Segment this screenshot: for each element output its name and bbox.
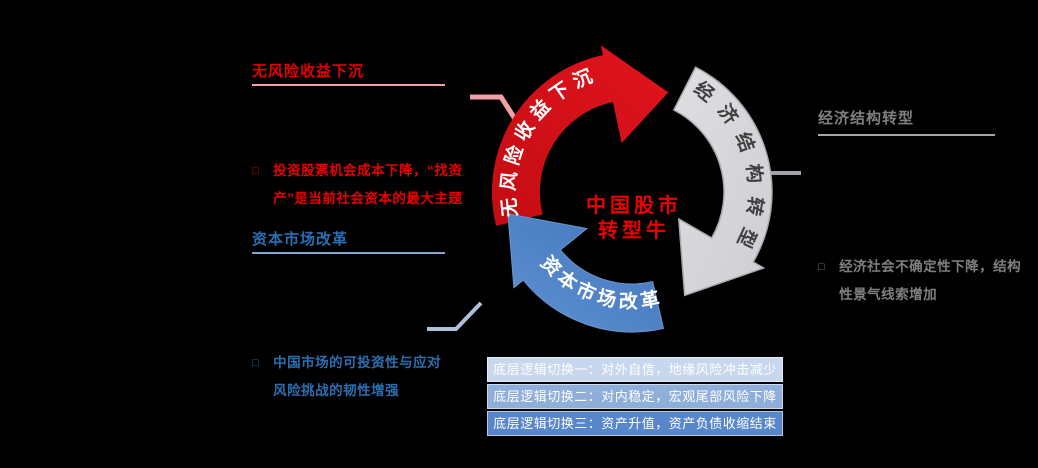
risk-free-yield-arrow: [491, 45, 669, 226]
logic-bar-label: 底层逻辑切换一：对外自信，地缘风险冲击减少: [493, 362, 777, 377]
economic-restructuring-arrow: [672, 66, 773, 297]
section-title-risk-free: 无风险收益下沉: [252, 63, 365, 80]
title-underline-economic: [818, 134, 995, 136]
logic-bar: 底层逻辑切换一：对外自信，地缘风险冲击减少: [487, 357, 783, 382]
bullet-economic: □ 经济社会不确定性下降，结构性景气线索增加: [818, 253, 1038, 309]
logic-bar-label: 底层逻辑切换二：对内稳定，宏观尾部风险下降: [493, 389, 777, 404]
logic-bar: 底层逻辑切换二：对内稳定，宏观尾部风险下降: [487, 384, 783, 409]
logic-bar-label: 底层逻辑切换三：资产升值，资产负债收缩结束: [493, 416, 777, 431]
title-underline-risk-free: [252, 84, 445, 86]
bullet-risk-free: □ 投资股票机会成本下降，“找资产”是当前社会资本的最大主题: [252, 157, 500, 213]
connector-capital-line: [427, 301, 483, 331]
cycle-center-title-line2: 转型牛: [598, 218, 670, 242]
bullet-risk-free-text: 投资股票机会成本下降，“找资产”是当前社会资本的最大主题: [273, 163, 463, 206]
connector-risk-free-line: [470, 94, 520, 124]
section-title-economic: 经济结构转型: [818, 110, 915, 127]
square-bullet-icon: □: [818, 261, 826, 273]
bullet-capital-market-text: 中国市场的可投资性与应对风险挑战的韧性增强: [273, 355, 442, 398]
section-title-capital-market: 资本市场改革: [252, 231, 349, 248]
square-bullet-icon: □: [252, 357, 260, 369]
bullet-capital-market: □ 中国市场的可投资性与应对风险挑战的韧性增强: [252, 349, 482, 405]
title-underline-capital-market: [252, 252, 445, 254]
bullet-economic-text: 经济社会不确定性下降，结构性景气线索增加: [839, 259, 1022, 302]
cycle-center-title-line1: 中国股市: [586, 193, 682, 217]
logic-bar: 底层逻辑切换三：资产升值，资产负债收缩结束: [487, 411, 783, 436]
capital-market-reform-arrow: [507, 213, 665, 333]
square-bullet-icon: □: [252, 165, 260, 177]
